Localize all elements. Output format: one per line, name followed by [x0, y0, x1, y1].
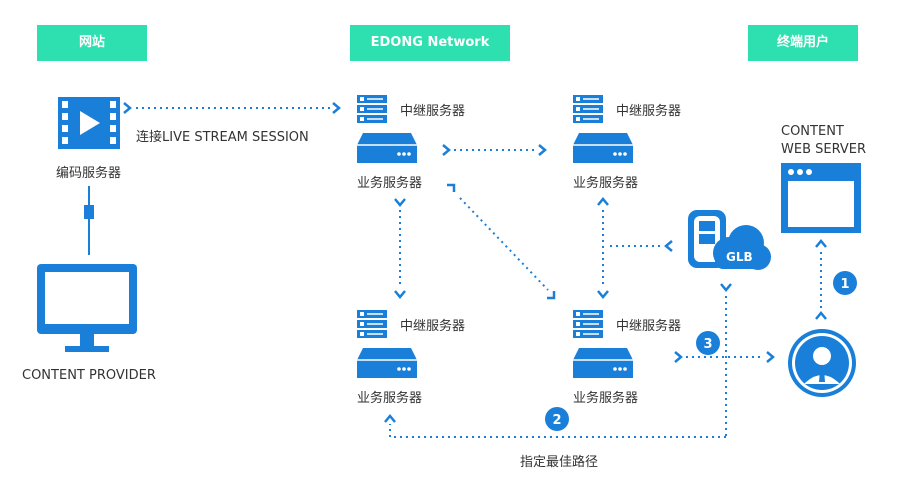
best-path-label: 指定最佳路径 — [520, 455, 599, 470]
svg-text:3: 3 — [703, 337, 712, 352]
header-website: 网站 — [37, 25, 147, 61]
encoder-server-label: 编码服务器 — [56, 166, 122, 181]
business-server-icon-2 — [572, 132, 634, 164]
video-encoder-icon — [58, 97, 120, 149]
arrow-biz1-to-biz2 — [441, 143, 451, 157]
svg-text:1: 1 — [840, 277, 849, 292]
arrowhead-biz1-relay3 — [393, 289, 407, 299]
relay-server-label-1: 中继服务器 — [400, 104, 466, 119]
arrowhead-user-browser — [814, 239, 828, 249]
content-web-server-label-1: CONTENT — [781, 124, 844, 139]
content-web-server-label-2: WEB SERVER — [781, 142, 867, 157]
monitor-icon — [37, 264, 137, 352]
live-session-label: 连接LIVE STREAM SESSION — [136, 130, 309, 145]
user-avatar-icon — [788, 329, 856, 397]
arrowhead-best-path — [383, 414, 397, 424]
arrowhead-biz1-biz2 — [537, 143, 547, 157]
step-badge-3: 3 — [696, 331, 720, 355]
relay-server-icon-1 — [356, 94, 388, 124]
header-end-user: 终端用户 — [748, 25, 858, 61]
arrow-encoder-to-relay — [122, 101, 132, 115]
arrow-diagonal-start — [447, 183, 456, 192]
svg-text:2: 2 — [552, 413, 561, 428]
business-server-icon-1 — [356, 132, 418, 164]
browser-window-icon — [781, 163, 861, 233]
relay-server-icon-3 — [356, 309, 388, 339]
dotted-line-diagonal — [459, 197, 549, 291]
business-server-icon-3 — [356, 347, 418, 379]
header-network: EDONG Network — [350, 25, 510, 61]
relay-server-label-3: 中继服务器 — [400, 319, 466, 334]
cable-plug-icon — [84, 205, 94, 219]
arrow-glb-down — [719, 282, 733, 292]
business-server-icon-4 — [572, 347, 634, 379]
arrowhead-encoder-relay — [331, 101, 341, 115]
arrowhead-up-biz2 — [596, 197, 610, 207]
step-badge-2: 2 — [545, 407, 569, 431]
arrowhead-biz4-user — [765, 350, 775, 364]
arrow-biz4-to-user — [673, 350, 683, 364]
arrow-user-up — [814, 311, 828, 321]
relay-server-icon-4 — [572, 309, 604, 339]
arrowhead-down-relay4 — [596, 289, 610, 299]
business-server-label-2: 业务服务器 — [573, 176, 639, 191]
arrow-biz1-down — [393, 197, 407, 207]
relay-server-icon-2 — [572, 94, 604, 124]
arrowhead-diagonal — [547, 291, 556, 300]
arrowhead-glb — [664, 239, 674, 253]
relay-server-label-4: 中继服务器 — [616, 319, 682, 334]
business-server-label-3: 业务服务器 — [357, 391, 423, 406]
business-server-label-1: 业务服务器 — [357, 176, 423, 191]
relay-server-label-2: 中继服务器 — [616, 104, 682, 119]
glb-cloud-icon — [688, 210, 771, 270]
business-server-label-4: 业务服务器 — [573, 391, 639, 406]
step-badge-1: 1 — [833, 271, 857, 295]
glb-label: GLB — [726, 250, 753, 264]
content-provider-label: CONTENT PROVIDER — [22, 368, 156, 383]
